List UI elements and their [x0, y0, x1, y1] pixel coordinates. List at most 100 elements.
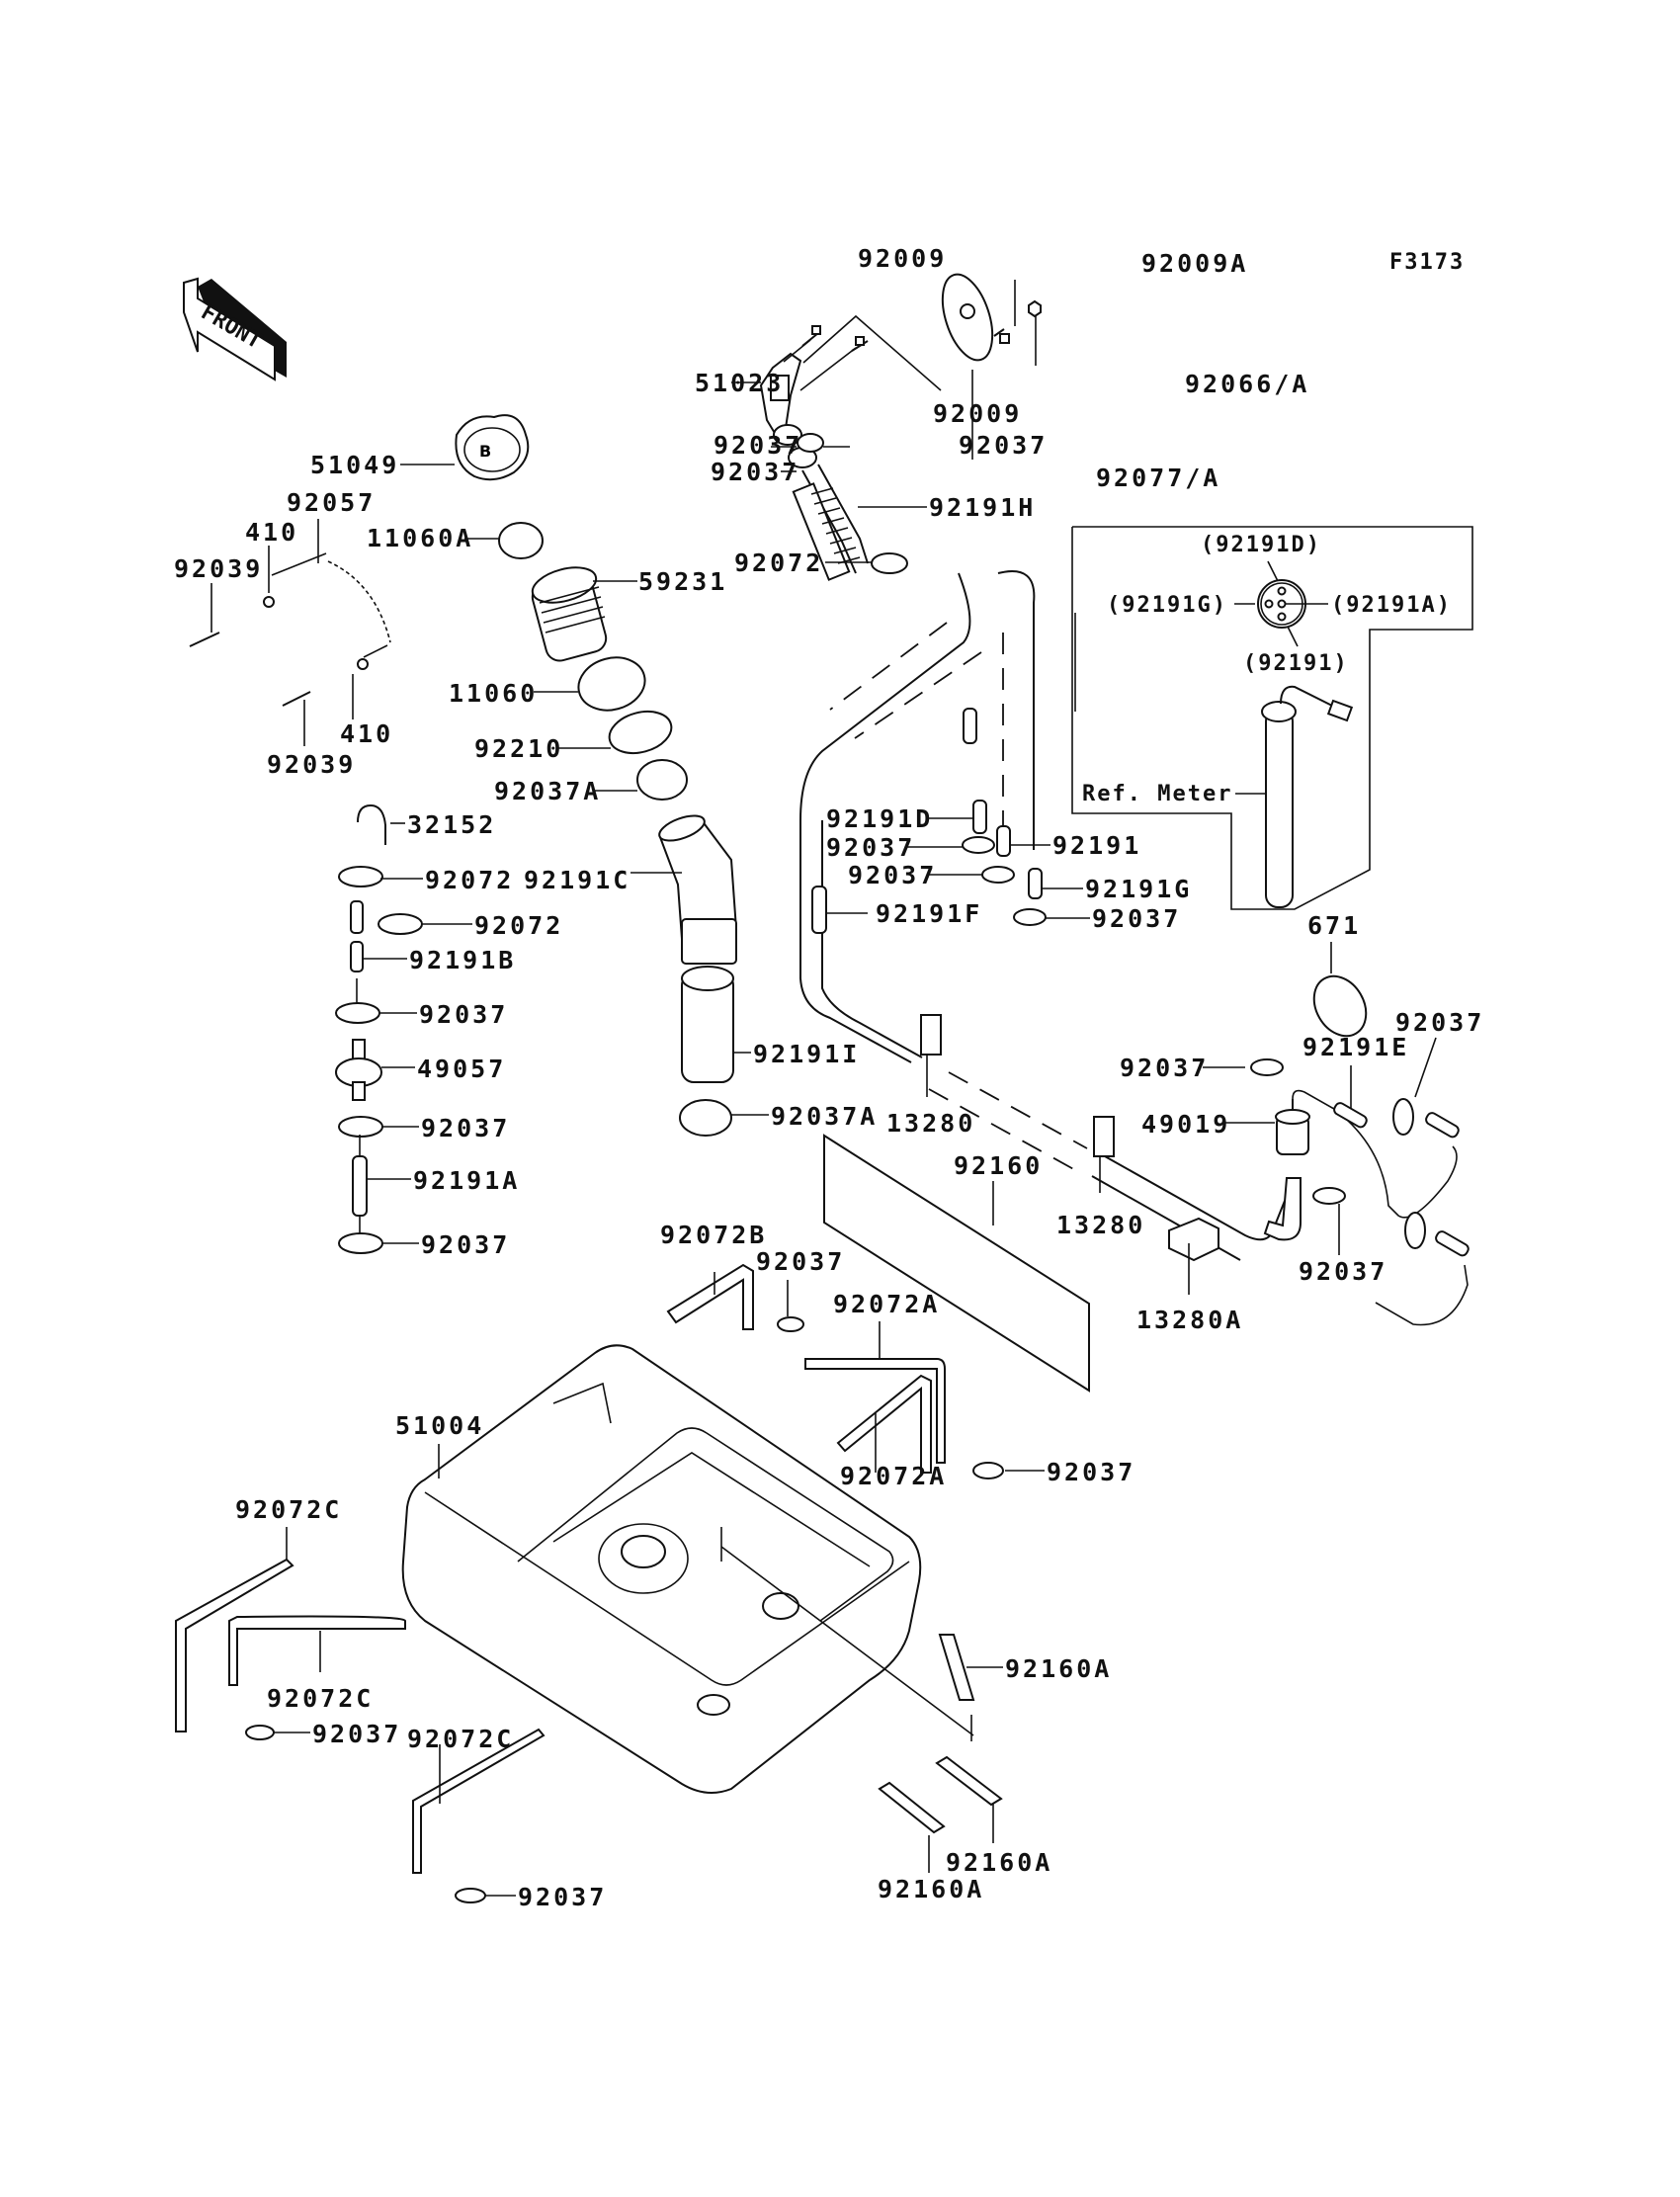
- label-92072: 92072: [425, 866, 514, 894]
- filter-49019: [1275, 1099, 1310, 1155]
- clamp-92037A: [636, 759, 688, 801]
- inset-label-92191A: (92191A): [1331, 593, 1452, 618]
- clamp-92037: [455, 1888, 486, 1903]
- clamp-92072: [378, 913, 423, 935]
- label-92037: 92037: [714, 431, 802, 460]
- strap-92072B: [666, 1263, 754, 1330]
- knob-92077A: [941, 273, 994, 362]
- rivet-92039: [282, 691, 311, 707]
- clamp-92037A: [679, 1099, 732, 1137]
- filler-hose-92191C: [658, 814, 738, 965]
- leader-lines: [274, 381, 1437, 1897]
- label-51023: 51023: [695, 369, 784, 397]
- label-92191I: 92191I: [753, 1040, 860, 1068]
- clamp-92037: [338, 1116, 383, 1138]
- label-92037: 92037: [518, 1883, 607, 1911]
- label-92037: 92037: [421, 1114, 510, 1142]
- label-13280: 13280: [1056, 1211, 1145, 1239]
- label-671: 671: [1307, 911, 1361, 940]
- label-92037: 92037: [1120, 1054, 1209, 1082]
- hose-92191E: [1333, 1102, 1368, 1129]
- gasket-11060: [577, 656, 646, 712]
- label-11060: 11060: [449, 679, 538, 708]
- hose-32152: [357, 803, 386, 845]
- filler-neck-59231: [531, 566, 608, 662]
- label-92037: 92037: [312, 1720, 401, 1748]
- label-92037: 92037: [1395, 1008, 1484, 1037]
- check-valve-49057: [335, 1039, 382, 1101]
- fuel-gauge-sender: [1261, 685, 1354, 908]
- clamp-92037: [1392, 1098, 1414, 1136]
- hose-short: [963, 708, 977, 744]
- clamp-92037: [972, 1462, 1004, 1479]
- label-59231: 59231: [638, 567, 727, 596]
- fuel-cap-51049: B: [455, 414, 530, 481]
- label-92077A: 92077/A: [1096, 464, 1220, 492]
- bolt-92009A: [993, 328, 1010, 344]
- label-410: 410: [245, 518, 298, 547]
- clamp-92037: [245, 1725, 275, 1740]
- hose-92191A: [352, 1155, 368, 1217]
- label-92191C: 92191C: [524, 866, 630, 894]
- label-92009A: 92009A: [1141, 249, 1248, 278]
- label-92037: 92037: [1299, 1257, 1387, 1286]
- label-92160A: 92160A: [1005, 1654, 1112, 1683]
- strap-92072C: [228, 1615, 406, 1686]
- label-92191A: 92191A: [413, 1166, 520, 1195]
- hose-92191G: [1028, 868, 1043, 899]
- label-51004: 51004: [395, 1411, 484, 1440]
- strap-92072C: [412, 1728, 546, 1874]
- label-51049: 51049: [310, 451, 399, 479]
- label-92037: 92037: [1047, 1458, 1135, 1486]
- label-92072: 92072: [474, 911, 563, 940]
- filler-hose-92191I: [681, 966, 734, 1083]
- label-92191E: 92191E: [1302, 1033, 1409, 1061]
- clamp-92037: [981, 866, 1015, 884]
- pad-92160A: [938, 1634, 975, 1701]
- rivet-92039: [189, 632, 220, 647]
- label-92009: 92009: [933, 399, 1022, 428]
- hose-92191B: [350, 941, 364, 972]
- figure-code: F3173: [1389, 250, 1465, 275]
- label-49019: 49019: [1141, 1110, 1230, 1139]
- hose-92191F: [811, 886, 827, 934]
- label-13280A: 13280A: [1136, 1306, 1243, 1334]
- label-92039: 92039: [267, 750, 356, 779]
- label-92037: 92037: [419, 1000, 508, 1029]
- elbow-hose: [1263, 1177, 1302, 1241]
- strap-92072A: [804, 1358, 946, 1474]
- pad-92160A: [935, 1755, 1003, 1807]
- clamp-92037: [1013, 908, 1047, 926]
- label-92037A: 92037A: [494, 777, 601, 805]
- label-92037: 92037: [421, 1230, 510, 1259]
- label-410: 410: [340, 719, 393, 748]
- label-92191H: 92191H: [929, 493, 1036, 522]
- clamp-92072: [871, 552, 908, 574]
- clamp-92037: [962, 836, 995, 854]
- label-92191G: 92191G: [1085, 875, 1192, 903]
- label-92037: 92037: [959, 431, 1048, 460]
- nut-92210: [608, 710, 673, 755]
- hose-short: [1425, 1112, 1460, 1139]
- o-ring-671: [1312, 974, 1368, 1038]
- label-92160A: 92160A: [878, 1875, 984, 1903]
- inset-label-92191D: (92191D): [1201, 533, 1321, 557]
- label-92037: 92037: [756, 1247, 845, 1276]
- label-92039: 92039: [174, 554, 263, 583]
- label-92160: 92160: [954, 1151, 1043, 1180]
- inset-label-92191: (92191): [1243, 651, 1349, 676]
- clip-13280: [920, 1014, 942, 1056]
- label-92057: 92057: [287, 488, 376, 517]
- clamp-92037: [797, 433, 824, 453]
- label-92210: 92210: [474, 734, 563, 763]
- front-arrow-icon: FRONT: [183, 277, 287, 381]
- clip-13280: [1093, 1116, 1115, 1157]
- fuel-valve-51023: [759, 352, 802, 437]
- label-92072C: 92072C: [267, 1684, 374, 1713]
- inset-label-92191G: (92191G): [1107, 593, 1227, 618]
- clamp-92037: [773, 424, 802, 446]
- label-92037: 92037: [826, 833, 915, 862]
- svg-text:B: B: [479, 442, 491, 461]
- label-92191D: 92191D: [826, 804, 933, 833]
